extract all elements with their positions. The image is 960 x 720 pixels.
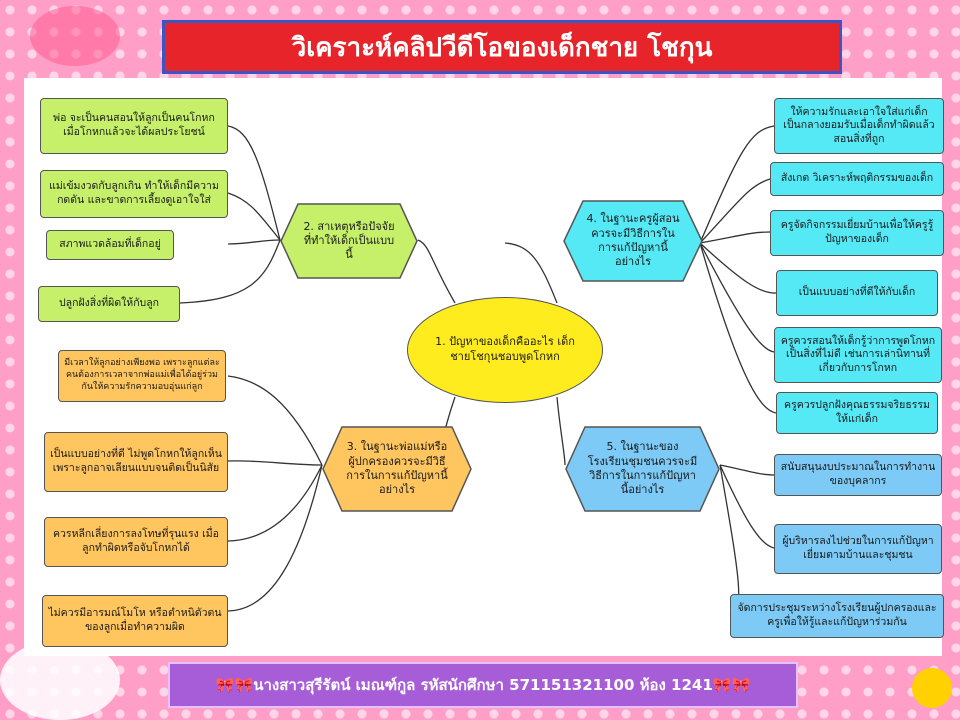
duck-decoration bbox=[912, 668, 952, 708]
teacher-item: เป็นแบบอย่างที่ดีให้กับเด็ก bbox=[776, 270, 938, 316]
hexagon-shape bbox=[565, 426, 720, 512]
hexagon-shape bbox=[280, 203, 418, 279]
cause-item: ปลูกฝังสิ่งที่ผิดให้กับลูก bbox=[38, 286, 180, 322]
branch-school-label: 5. ในฐานะของโรงเรียนชุมชนควรจะมีวิธีการใ… bbox=[587, 440, 698, 497]
school-item: จัดการประชุมระหว่างโรงเรียนผู้ปกครองและค… bbox=[730, 594, 944, 638]
teacher-item: ครูควรสอนให้เด็กรู้ว่าการพูดโกหกเป็นสิ่ง… bbox=[774, 327, 942, 383]
branch-parents: 3. ในฐานะพ่อแม่หรือผู้ปกครองควรจะมีวิธีก… bbox=[322, 426, 472, 512]
teacher-item: สังเกต วิเคราะห์พฤติกรรมของเด็ก bbox=[770, 162, 944, 196]
cause-item: แม่เข้มงวดกับลูกเกิน ทำให้เด็กมีความกดดั… bbox=[40, 170, 228, 218]
branch-teachers: 4. ในฐานะครูผู้สอนควรจะมีวิธีการในการแก้… bbox=[563, 200, 703, 282]
teacher-item: ครูควรปลูกฝังคุณธรรมจริยธรรมให้แก่เด็ก bbox=[776, 392, 938, 434]
parent-item: ควรหลีกเลี่ยงการลงโทษที่รุนแรง เมื่อลูกท… bbox=[44, 517, 228, 567]
parent-item: มีเวลาให้ลูกอย่างเพียงพอ เพราะลูกแต่ละคน… bbox=[58, 350, 226, 402]
hexagon-shape bbox=[322, 426, 472, 512]
school-item: สนับสนุนงบประมาณในการทำงานของบุคลากร bbox=[774, 454, 942, 496]
parent-item: เป็นแบบอย่างที่ดี ไม่พูดโกหกให้ลูกเห็น เ… bbox=[44, 432, 228, 492]
school-item: ผู้บริหารลงไปช่วยในการแก้ปัญหาเยี่ยมตามบ… bbox=[774, 524, 942, 574]
teacher-item: ให้ความรักและเอาใจใส่แก่เด็ก เป็นกลางยอม… bbox=[774, 98, 944, 154]
hexagon-shape bbox=[563, 200, 703, 282]
branch-causes-label: 2. สาเหตุหรือปัจจัยที่ทำให้เด็กเป็นแบบนี… bbox=[303, 219, 395, 262]
cause-item: สภาพแวดล้อมที่เด็กอยู่ bbox=[46, 230, 174, 260]
student-info-footer: 🎀🎀นางสาวสุรีรัตน์ เมณฑ์กูล รหัสนักศึกษา … bbox=[168, 662, 798, 708]
branch-school: 5. ในฐานะของโรงเรียนชุมชนควรจะมีวิธีการใ… bbox=[565, 426, 720, 512]
page-title: วิเคราะห์คลิปวีดีโอของเด็กชาย โชกุน bbox=[162, 20, 842, 74]
branch-teachers-label: 4. ในฐานะครูผู้สอนควรจะมีวิธีการในการแก้… bbox=[586, 212, 680, 269]
teacher-item: ครูจัดกิจกรรมเยี่ยมบ้านเพื่อให้ครูรู้ปัญ… bbox=[770, 210, 944, 256]
parent-item: ไม่ควรมีอารมณ์โมโห หรือตำหนิตัวตนของลูกเ… bbox=[42, 595, 228, 647]
branch-causes: 2. สาเหตุหรือปัจจัยที่ทำให้เด็กเป็นแบบนี… bbox=[280, 203, 418, 279]
branch-parents-label: 3. ในฐานะพ่อแม่หรือผู้ปกครองควรจะมีวิธีก… bbox=[346, 440, 448, 497]
cause-item: พ่อ จะเป็นคนสอนให้ลูกเป็นคนโกหก เมื่อโกห… bbox=[40, 98, 228, 154]
bow-decoration bbox=[30, 6, 120, 66]
central-problem-node: 1. ปัญหาของเด็กคืออะไร เด็กชายโชกุนชอบพู… bbox=[407, 297, 603, 403]
